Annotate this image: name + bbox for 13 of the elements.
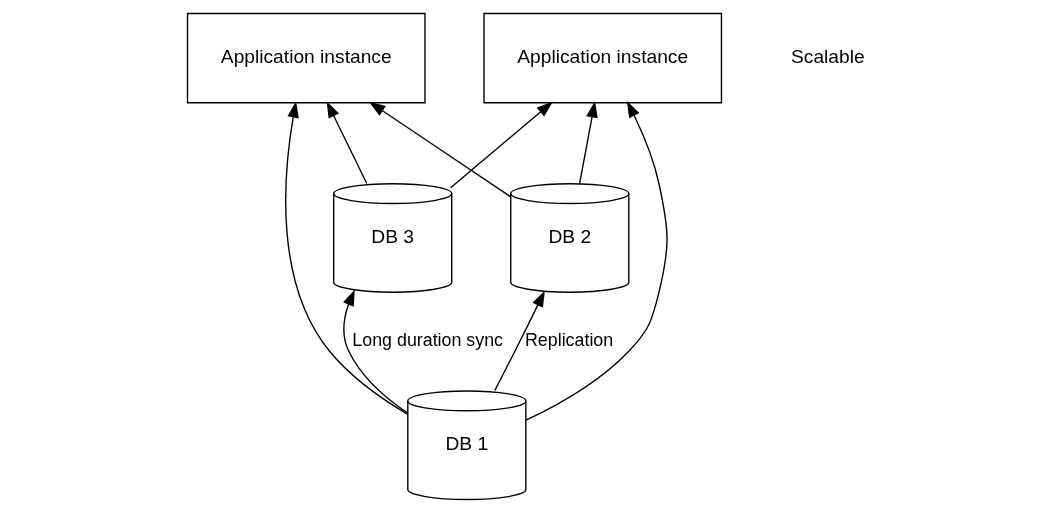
arrow [494, 290, 545, 392]
arrow [525, 100, 668, 421]
arrow [369, 101, 512, 198]
arrow [343, 289, 409, 414]
node-box: Application instance [483, 12, 723, 104]
edge-label: Long duration sync [352, 330, 504, 351]
arrow [326, 101, 368, 185]
arrow [285, 101, 409, 415]
label: Scalable [791, 46, 865, 68]
node-box: Application instance [186, 12, 426, 104]
arrow [449, 101, 553, 189]
arrow [578, 101, 598, 185]
edge-label: Replication [524, 330, 614, 351]
